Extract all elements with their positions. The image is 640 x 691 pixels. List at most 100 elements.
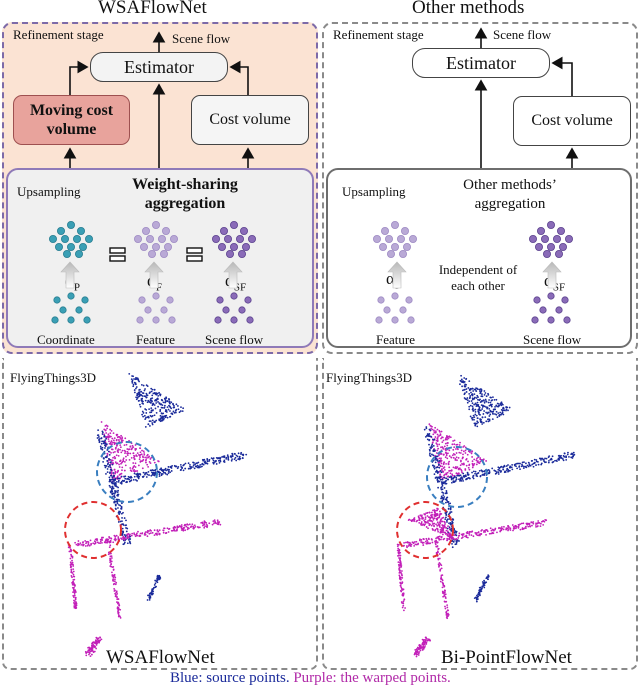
left-cloud-beam — [206, 460, 209, 462]
left-cloud-leg — [112, 569, 115, 571]
left-cloud-wedge — [135, 396, 138, 399]
left-cloud-lower-beam — [190, 525, 193, 528]
right-cloud-leg — [441, 586, 444, 589]
right-cloud-diagonal — [442, 494, 445, 497]
left-cloud-magenta-tri — [141, 467, 144, 470]
scene-flow-point-right — [547, 316, 555, 324]
feature-point — [141, 226, 150, 235]
right-cloud-wedge — [492, 396, 494, 399]
right-cloud-leg — [437, 565, 440, 568]
left-cloud-leg — [117, 609, 119, 611]
left-cloud-wedge — [156, 398, 158, 401]
right-cloud-lower-beam — [485, 533, 487, 536]
right-cloud-diagonal — [440, 487, 442, 489]
right-cloud-small — [478, 591, 481, 594]
left-cloud-wedge — [161, 418, 163, 420]
left-cloud-leg — [106, 538, 109, 540]
right-cloud-lower-beam — [492, 532, 495, 535]
left-cloud-lower-beam — [133, 532, 136, 535]
right-cloud-magenta-tri — [464, 452, 467, 454]
coordinate-point — [85, 234, 94, 243]
left-cloud-diagonal — [108, 453, 111, 456]
right-cloud-wedge — [502, 406, 505, 409]
feature-point-right — [399, 306, 407, 314]
left-cloud-wedge — [131, 379, 134, 382]
right-cloud-beam — [505, 469, 508, 472]
right-cloud-extra — [442, 526, 444, 528]
right-cloud-lower-beam — [492, 529, 495, 532]
left-cloud-wedge — [136, 394, 139, 397]
left-cloud-lower-beam — [82, 541, 84, 543]
right-cloud-leg — [447, 613, 450, 616]
right-cloud-beam — [475, 474, 478, 477]
left-cloud-leg — [109, 557, 111, 560]
left-cloud-small — [151, 593, 154, 596]
left-cloud-diagonal — [103, 434, 106, 437]
left-cloud-diagonal — [117, 511, 120, 514]
right-cloud-magenta-tri — [441, 441, 444, 444]
left-cloud-leg — [69, 557, 72, 560]
right-cloud-beam — [471, 471, 473, 474]
left-cloud-lower-beam — [156, 529, 159, 532]
point-clouds — [67, 372, 576, 658]
left-cloud-lower-beam — [77, 540, 80, 542]
right-cloud-magenta-tri — [441, 465, 444, 468]
left-cloud-lower-beam — [143, 532, 146, 535]
right-cloud-beam — [537, 463, 540, 466]
left-cloud-beam — [160, 467, 163, 470]
right-cloud-lower-beam — [421, 542, 424, 544]
right-cloud-lower-beam — [539, 525, 542, 527]
right-cloud-blob — [419, 649, 422, 652]
left-cloud-blob — [95, 647, 98, 650]
right-cloud-extra — [447, 525, 449, 528]
right-cloud-beam — [498, 469, 501, 472]
right-cloud-magenta-tri — [471, 460, 474, 462]
left-cloud-wedge — [167, 408, 170, 411]
left-cloud-lower-beam — [177, 526, 180, 529]
right-cloud-magenta-tri — [461, 471, 463, 474]
right-cloud-blob — [429, 639, 431, 642]
right-cloud-magenta-tri — [447, 437, 450, 440]
feature-point-right — [386, 249, 395, 258]
right-cloud-lower-beam — [415, 540, 418, 543]
left-cloud-diagonal — [116, 501, 119, 503]
left-cloud-diagonal — [100, 437, 103, 439]
right-cloud-magenta-tri — [471, 463, 474, 466]
left-cloud-wedge — [151, 388, 154, 391]
left-cloud-leg — [110, 557, 113, 559]
left-cloud-magenta-tri — [132, 456, 135, 459]
right-cloud-extra — [434, 513, 437, 515]
left-cloud-wedge — [147, 423, 150, 426]
left-cloud-lower-beam — [208, 522, 211, 525]
right-cloud-small — [484, 582, 487, 584]
right-cloud-wedge — [476, 394, 479, 397]
left-cloud-magenta-tri — [120, 451, 123, 454]
right-cloud-small — [483, 579, 485, 582]
right-cloud-extra — [418, 517, 421, 520]
right-cloud-beam — [458, 478, 460, 481]
left-cloud-diagonal — [104, 447, 106, 449]
right-cloud-diagonal — [453, 531, 456, 534]
right-cloud-diagonal — [441, 478, 444, 481]
right-cloud-magenta-tri — [429, 424, 432, 427]
right-cloud-beam — [522, 467, 525, 469]
right-cloud-wedge — [476, 420, 479, 423]
left-cloud-wedge — [182, 407, 185, 410]
right-cloud-diagonal — [431, 464, 434, 467]
right-cloud-extra — [444, 521, 446, 524]
right-cloud-extra — [419, 514, 422, 517]
left-cloud-diagonal — [121, 532, 124, 534]
right-cloud-wedge — [488, 399, 490, 401]
left-cloud-magenta-tri — [117, 470, 119, 473]
right-cloud-extra — [442, 516, 445, 519]
right-cloud-extra — [446, 530, 449, 533]
left-cloud-leg — [114, 583, 117, 586]
right-cloud-leg — [397, 554, 399, 557]
left-cloud-wedge — [148, 392, 151, 395]
right-cloud-extra — [442, 531, 444, 534]
right-cloud-extra — [441, 533, 444, 536]
right-cloud-wedge — [476, 417, 479, 420]
right-cloud-magenta-tri — [447, 463, 450, 466]
right-cloud-extra — [415, 520, 418, 523]
left-cloud-lower-beam — [87, 541, 90, 544]
